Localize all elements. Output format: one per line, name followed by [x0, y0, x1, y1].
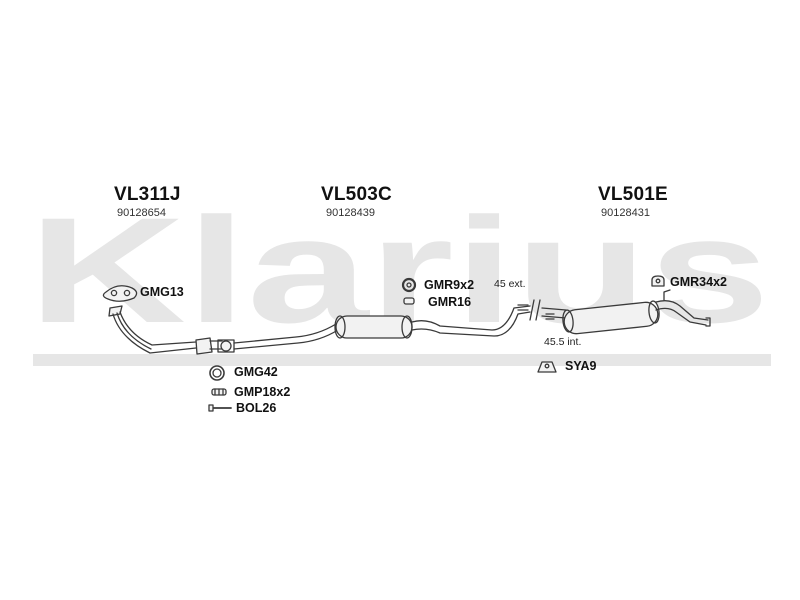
part-label-gmg42: GMG42 — [234, 365, 278, 379]
part-label-gmg13: GMG13 — [140, 285, 184, 299]
bolt-bol26-icon — [208, 404, 232, 412]
part-label-sya9: SYA9 — [565, 359, 597, 373]
part-label-bol26: BOL26 — [236, 401, 277, 415]
section-code-vl503c: VL503C — [321, 184, 392, 205]
part-label-gmr34: GMR34x2 — [670, 275, 727, 289]
rear-silencer-vl501e — [541, 289, 711, 335]
section-number-vl311j: 90128654 — [117, 207, 166, 219]
section-number-vl501e: 90128431 — [601, 207, 650, 219]
note-ext: 45 ext. — [494, 278, 526, 290]
part-label-gmr9: GMR9x2 — [424, 278, 475, 292]
section-number-vl503c: 90128439 — [326, 207, 375, 219]
note-int: 45.5 int. — [544, 336, 582, 348]
joint-ring-icon — [217, 339, 235, 353]
section-code-vl501e: VL501E — [598, 184, 668, 205]
hanger-gmr34-icon — [651, 275, 665, 287]
clamp-gmp18-icon — [211, 388, 227, 396]
intermediate-pipe-vl503c — [233, 305, 531, 350]
section-code-vl311j: VL311J — [114, 184, 181, 205]
part-label-gmr16: GMR16 — [428, 295, 472, 309]
gasket-gmg13-icon — [102, 285, 138, 302]
cut-mark-icon — [517, 299, 555, 321]
part-label-gmp18: GMP18x2 — [234, 385, 291, 399]
bracket-sya9-icon — [537, 361, 557, 373]
hanger-gmr16-icon — [403, 297, 415, 305]
watermark-underline — [33, 354, 771, 366]
front-pipe-vl311j — [108, 305, 223, 355]
gasket-gmg42-icon — [209, 365, 225, 381]
hanger-gmr9-icon — [401, 277, 417, 293]
